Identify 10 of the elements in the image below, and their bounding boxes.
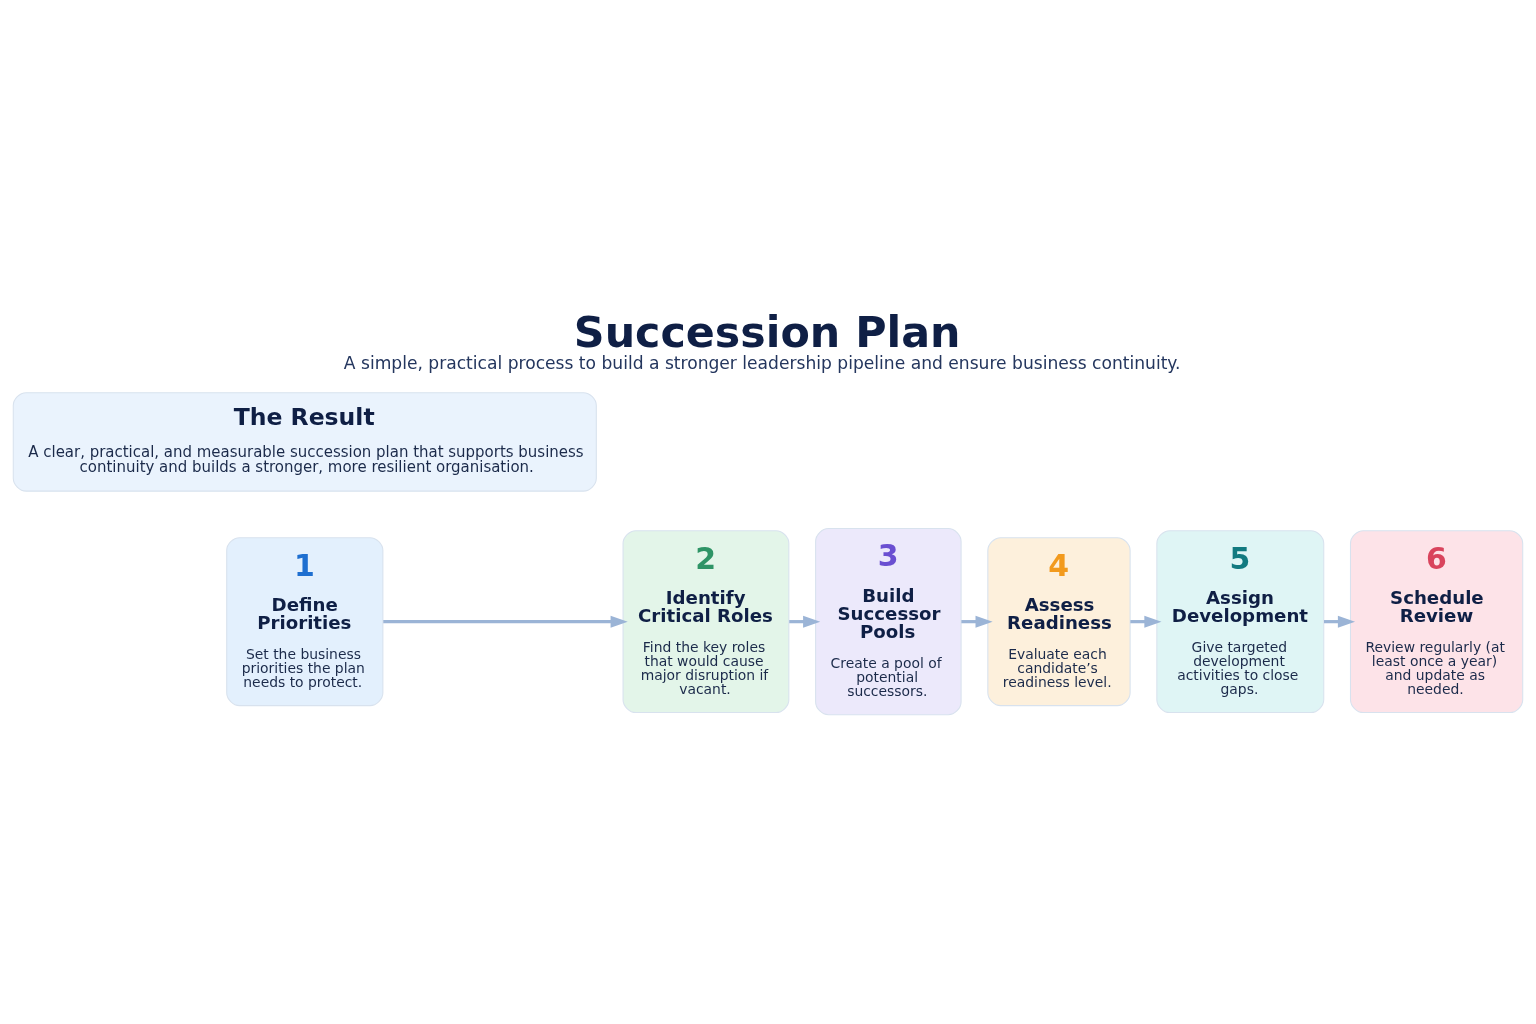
caption: A simple, practical process to build a stronger leadership pipeline and ensure business continuity. <box>343 352 1181 373</box>
arrow <box>961 615 993 628</box>
arrow <box>383 615 628 628</box>
node-box: 3 Build Successor Pools Create a pool of potential successors. <box>815 528 962 716</box>
node-box: The Result A clear, practical, and measurable succession plan that supports business continuity and builds a stronger, more resilient organisation. <box>12 392 597 492</box>
node-box: 4 Assess Readiness Evaluate each candidate’s readiness level. <box>987 537 1131 707</box>
node-box: 1 Define Priorities Set the business priorities the plan needs to protect. <box>226 537 384 707</box>
node-box: 2 Identify Critical Roles Find the key roles that would cause major disruption if vacant. <box>622 530 790 714</box>
node-box: 6 Schedule Review Review regularly (at least once a year) and update as needed. <box>1349 530 1524 714</box>
node-box: 5 Assign Development Give targeted development activities to close gaps. <box>1156 530 1325 714</box>
